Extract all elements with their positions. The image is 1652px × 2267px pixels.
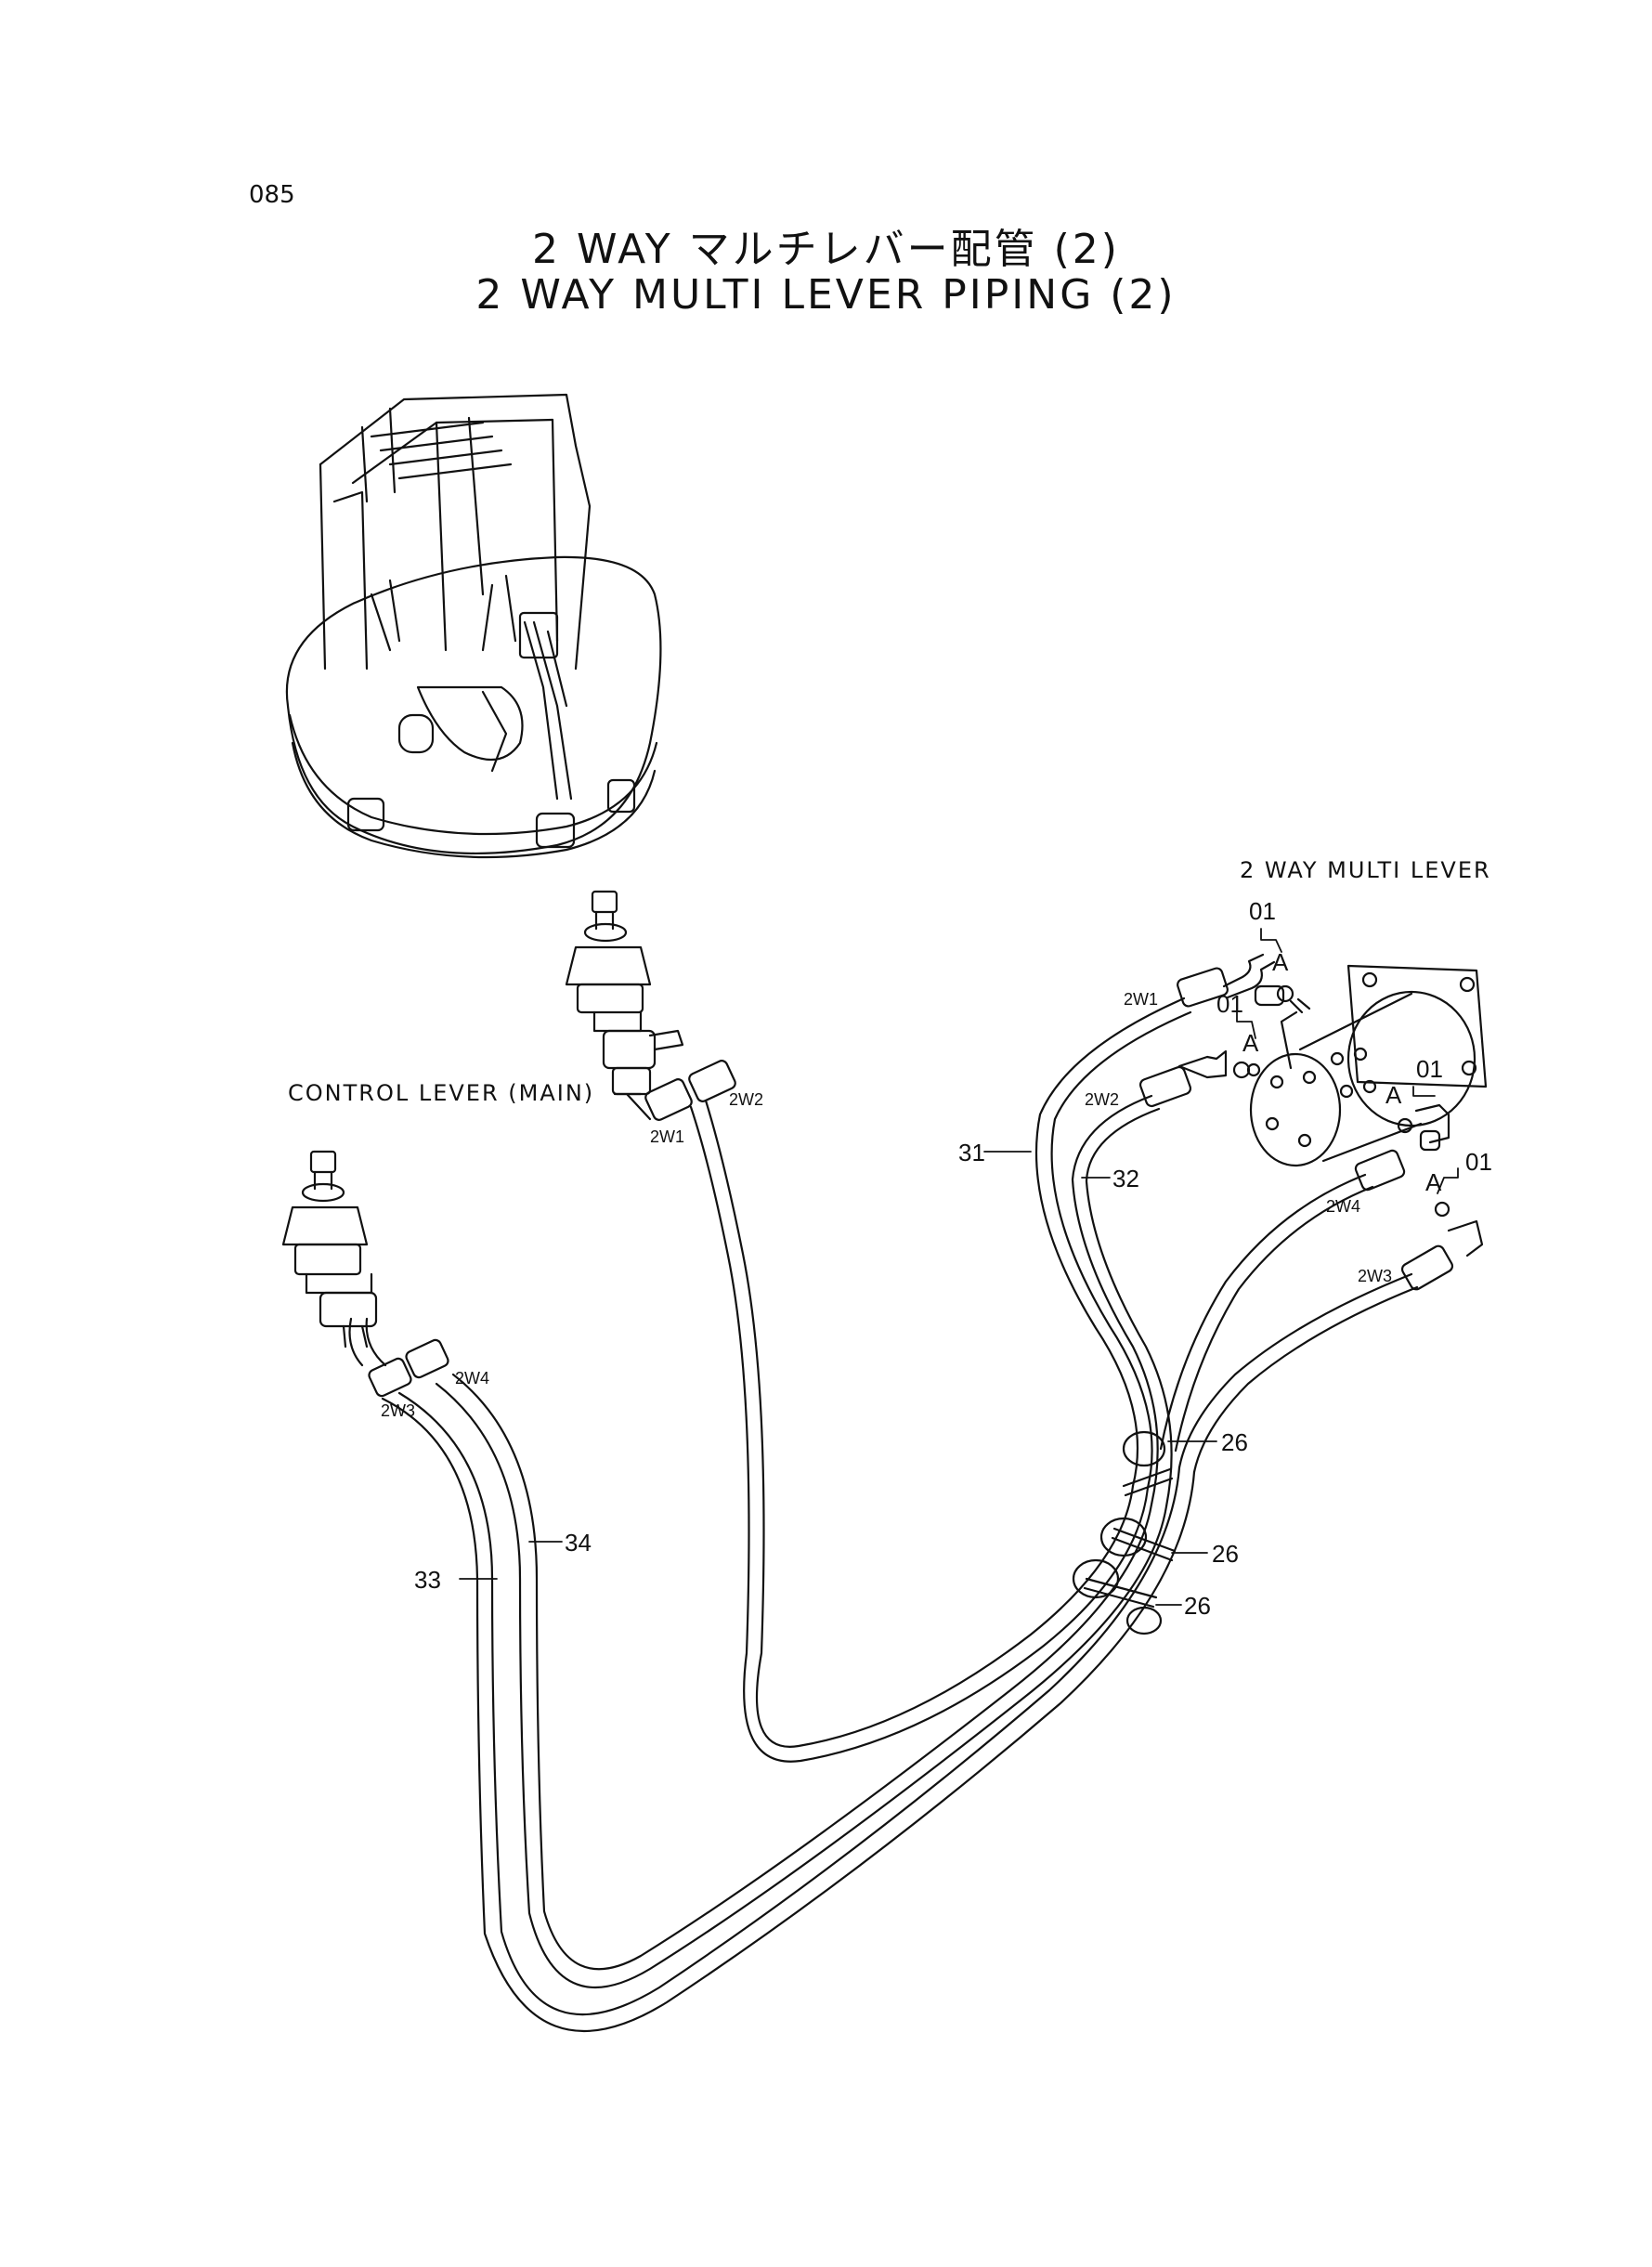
hose-fittings — [368, 967, 1454, 1398]
callout-01-b: 01 — [1216, 990, 1243, 1018]
multi-lever-valve — [1249, 964, 1488, 1167]
port-label-2w2-valve: 2W2 — [1085, 1090, 1119, 1109]
callout-01-a: 01 — [1249, 897, 1276, 925]
excavator-overview-illustration — [285, 393, 662, 859]
label-2-way-multi-lever: 2 WAY MULTI LEVER — [1240, 857, 1491, 883]
leader-lines — [459, 928, 1459, 1606]
hose-bundle-center — [381, 1099, 1196, 2032]
callout-01-c: 01 — [1416, 1055, 1443, 1083]
elbow-fittings — [1177, 953, 1484, 1257]
callout-26-a: 26 — [1221, 1428, 1248, 1456]
callout-32: 32 — [1112, 1165, 1139, 1192]
port-label-2w3-valve: 2W3 — [1358, 1267, 1392, 1285]
callout-26-b: 26 — [1212, 1540, 1239, 1568]
callout-01-d: 01 — [1465, 1148, 1492, 1176]
port-label-2w3-lever: 2W3 — [381, 1401, 415, 1420]
hose-to-2w4-2w3 — [1159, 1173, 1419, 1474]
control-lever-main-left — [281, 1150, 387, 1367]
callout-33: 33 — [414, 1566, 441, 1594]
hose-31-32 — [1034, 997, 1192, 1508]
port-label-2w4-valve: 2W4 — [1326, 1197, 1360, 1216]
callout-A-b: A — [1242, 1029, 1259, 1057]
port-label-2w4-lever: 2W4 — [455, 1369, 489, 1388]
port-label-2w2-lever: 2W2 — [729, 1090, 763, 1109]
control-lever-main-right — [565, 890, 684, 1121]
title-english: 2 WAY MULTI LEVER PIPING (2) — [475, 271, 1177, 319]
callout-31: 31 — [958, 1139, 985, 1166]
callout-34: 34 — [565, 1529, 592, 1557]
callout-26-c: 26 — [1184, 1592, 1211, 1620]
port-label-2w1-lever: 2W1 — [650, 1127, 684, 1146]
callout-A-a: A — [1272, 948, 1289, 976]
title-japanese: 2 WAY マルチレバー配管 (2) — [532, 226, 1120, 273]
hose-clamps — [1072, 1430, 1177, 1635]
port-label-2w1-valve: 2W1 — [1124, 990, 1158, 1009]
label-control-lever-main: CONTROL LEVER (MAIN) — [288, 1080, 594, 1106]
callout-A-d: A — [1425, 1168, 1442, 1196]
callout-A-c: A — [1385, 1081, 1402, 1109]
page-number: 085 — [249, 181, 295, 209]
